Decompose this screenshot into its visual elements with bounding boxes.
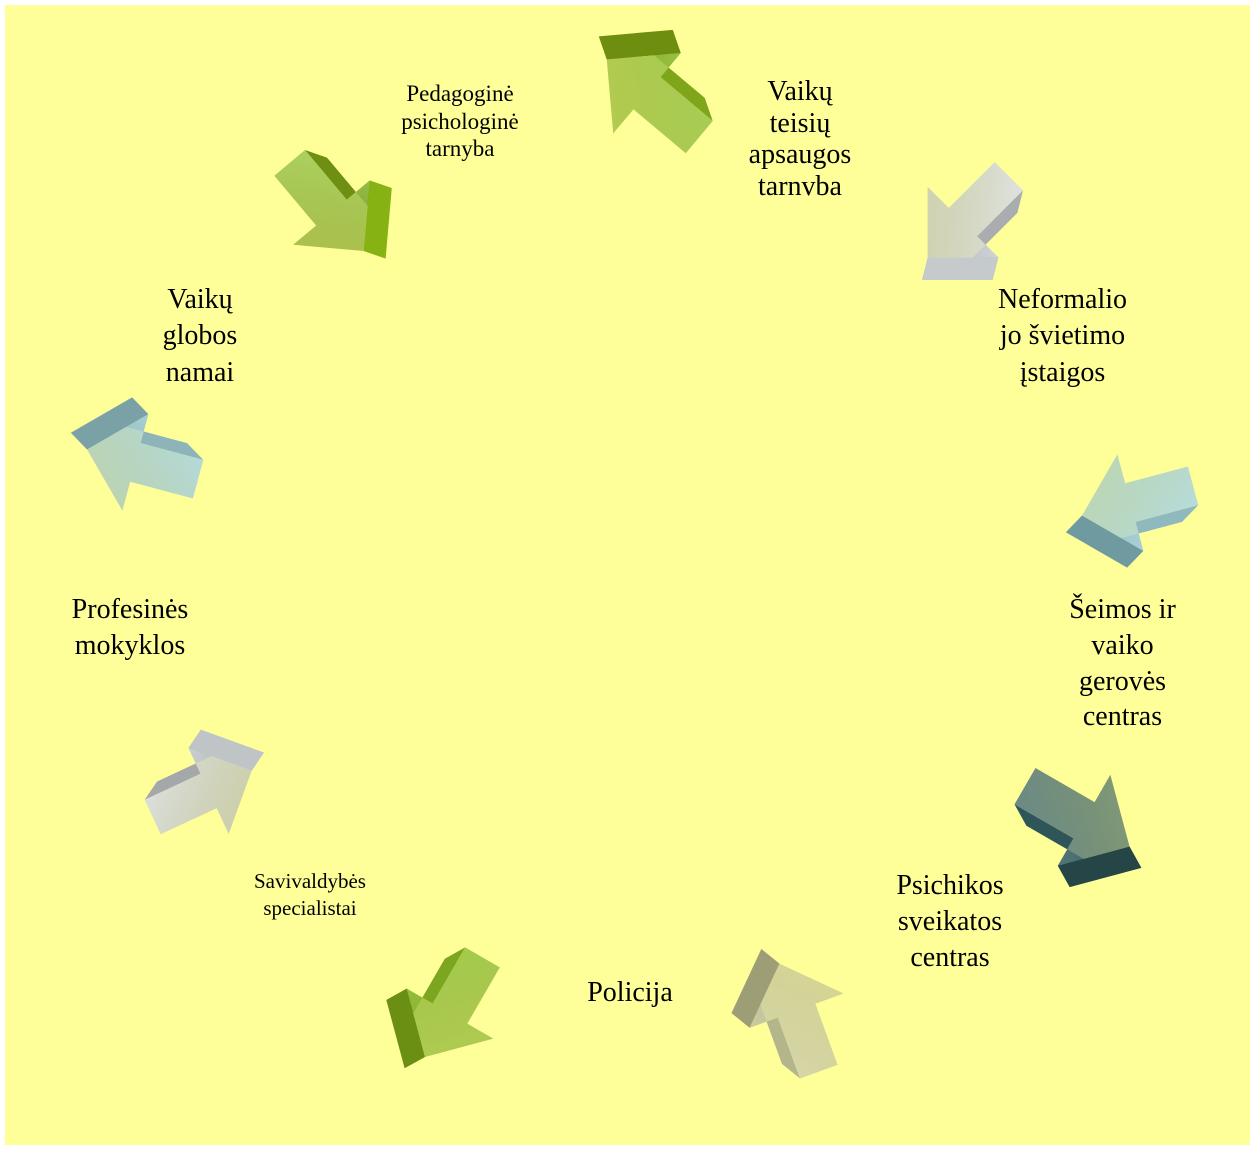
arrow-bottom-right xyxy=(731,948,844,1079)
arrow-lower-right xyxy=(1014,767,1142,888)
diagram-background xyxy=(5,5,1250,1145)
label-savivaldybes-specialistai: Savivaldybės specialistai xyxy=(254,869,366,921)
arrow-right-front-face xyxy=(1082,454,1199,551)
label-policija: Policija xyxy=(587,977,673,1008)
arrow-lower-right-front-face xyxy=(1014,767,1130,866)
label-vaiku-teisiu-apsaugos-tarnyba: Vaikų teisių apsaugos tarnvba xyxy=(748,76,852,202)
arrow-lower-left xyxy=(144,729,265,835)
arrow-lower-right-side-face xyxy=(1057,846,1142,888)
arrow-top-left-front-face xyxy=(274,150,370,251)
label-pedagogine-psichologine-tarnyba: Pedagoginė psichologinė tarnyba xyxy=(401,81,519,162)
arrow-top xyxy=(598,29,713,154)
label-profesines-mokyklos: Profesinės mokyklos xyxy=(71,594,189,662)
arrow-left-front-face xyxy=(87,414,204,511)
arrow-bottom-right-front-face xyxy=(749,963,844,1079)
arrow-top-front-face xyxy=(606,53,713,154)
arrow-right xyxy=(1065,454,1199,568)
arrow-top-left-side-face xyxy=(363,180,392,259)
arrow-top-right xyxy=(921,161,1024,281)
label-seimos-ir-vaiko-geroves-centras: Šeimos ir vaiko gerovės centras xyxy=(1069,594,1176,733)
arrow-bottom-front-face xyxy=(406,947,500,1057)
arrow-top-right-front-face xyxy=(927,161,1024,258)
arrow-top-left xyxy=(274,150,392,259)
arrow-bottom-right-side-face xyxy=(731,948,780,1028)
arrow-bottom xyxy=(386,947,500,1069)
label-neformaliojo-svietimo-istaigos: Neformalio jo švietimo įstaigos xyxy=(997,284,1128,388)
label-vaiku-globos-namai: Vaikų globos namai xyxy=(162,284,238,388)
arrow-lower-left-front-face xyxy=(144,747,252,835)
arrow-top-side-face xyxy=(598,29,681,60)
arrow-left xyxy=(70,397,204,511)
arrow-lower-left-side-face xyxy=(188,729,265,771)
arrow-bottom-side-face xyxy=(386,988,425,1069)
label-psichikos-sveikatos-centras: Psichikos sveikatos centras xyxy=(896,870,1004,973)
arrow-left-side-face xyxy=(70,397,149,450)
arrow-right-side-face xyxy=(1065,515,1144,568)
arrow-top-right-side-face xyxy=(921,257,999,281)
